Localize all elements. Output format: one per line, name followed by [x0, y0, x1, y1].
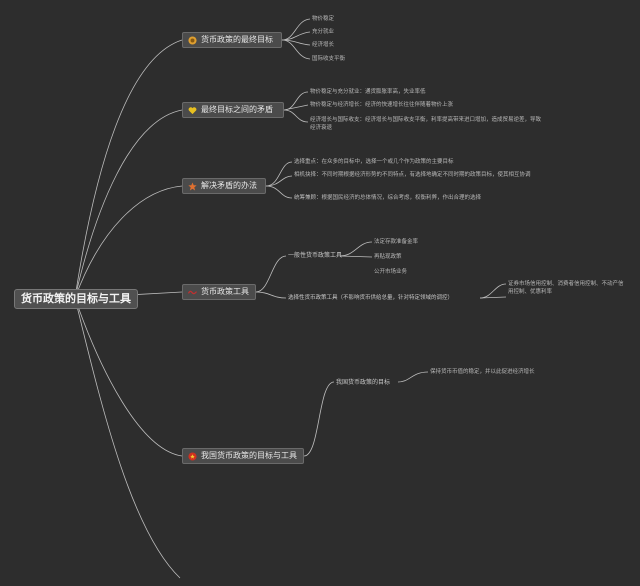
branch-label: 货币政策的最终目标 [201, 35, 273, 44]
branch-label: 解决矛盾的办法 [201, 181, 257, 190]
branch-label: 货币政策工具 [201, 287, 249, 296]
root-label: 货币政策的目标与工具 [21, 292, 131, 305]
branch-final-goals[interactable]: 货币政策的最终目标 [182, 32, 282, 48]
leaf-item: 充分就业 [312, 29, 335, 35]
sub-node-china-goal[interactable]: 我国货币政策的目标 [336, 379, 391, 386]
branch-label: 我国货币政策的目标与工具 [201, 451, 297, 460]
root-node[interactable]: 货币政策的目标与工具 [14, 289, 138, 309]
leaf-item: 统筹兼顾：根据国民经济的总体情况，综合考虑，权衡利弊，作出合理的选择 [294, 195, 482, 201]
flag-icon [188, 451, 197, 461]
leaf-item: 保持货币币值的稳定，并以此促进经济增长 [430, 369, 535, 375]
leaf-item: 国际收支平衡 [312, 56, 346, 62]
medal-icon [188, 35, 197, 45]
leaf-item: 再贴现政策 [374, 254, 402, 260]
wave-icon [188, 288, 197, 297]
heart-icon [188, 106, 197, 115]
leaf-item: 物价稳定与充分就业：通货膨胀率高，失业率低 [310, 89, 426, 95]
star-icon [188, 181, 197, 191]
branch-resolution-methods[interactable]: 解决矛盾的办法 [182, 178, 266, 194]
leaf-item: 物价稳定与经济增长：经济的快速增长往往伴随着物价上涨 [310, 102, 454, 108]
leaf-item: 经济增长 [312, 42, 335, 48]
sub-node-selective-tools[interactable]: 选择性货币政策工具（不影响货币供给总量，针对特定领域的调控） [288, 295, 454, 301]
leaf-item: 选择重点：在众多的目标中，选择一个或几个作为政策的主要目标 [294, 159, 454, 165]
leaf-item: 经济增长与国际收支：经济增长与国际收支平衡，利率提高带来进口增加，造成贸易逆差，… [310, 117, 542, 131]
leaf-item: 法定存款准备金率 [374, 239, 419, 245]
branch-goal-conflicts[interactable]: 最终目标之间的矛盾 [182, 102, 284, 118]
leaf-item: 公开市场业务 [374, 269, 408, 275]
branch-policy-tools[interactable]: 货币政策工具 [182, 284, 256, 300]
connector-lines [74, 18, 507, 579]
sub-node-general-tools[interactable]: 一般性货币政策工具 [288, 252, 343, 259]
branch-label: 最终目标之间的矛盾 [201, 105, 273, 114]
leaf-item: 相机抉择：不同时期根据经济形势的不同特点，有选择地确定不同时期的政策目标，使其相… [294, 172, 531, 178]
branch-china-policy[interactable]: 我国货币政策的目标与工具 [182, 448, 304, 464]
leaf-item: 物价稳定 [312, 16, 335, 22]
leaf-item: 证券市场信用控制、消费者信用控制、不动产信用控制、优惠利率 [508, 281, 624, 295]
